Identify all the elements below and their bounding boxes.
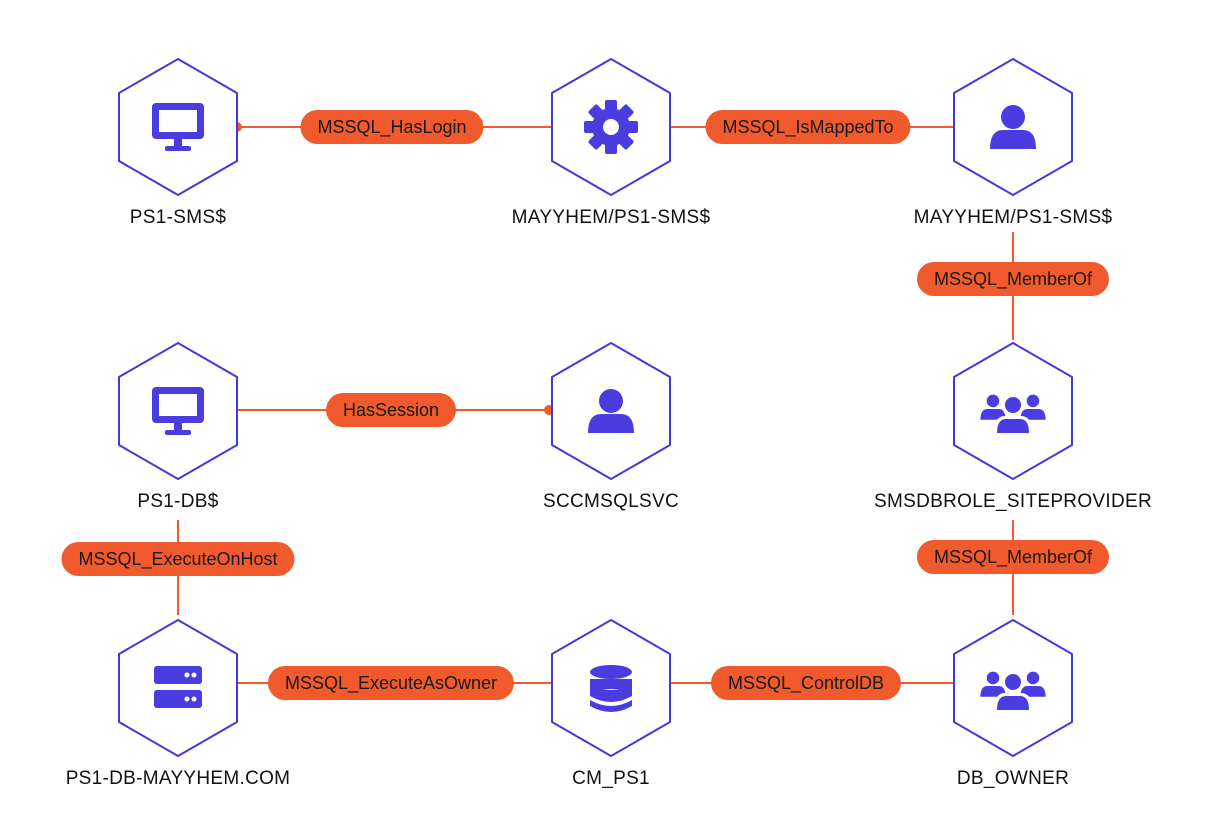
users-icon	[980, 394, 1046, 433]
monitor-icon	[152, 103, 204, 151]
server-icon	[154, 666, 202, 708]
user-icon	[588, 389, 634, 433]
edge-label[interactable]: MSSQL_MemberOf	[916, 540, 1110, 574]
node-db-owner[interactable]	[953, 619, 1073, 757]
node-cm-ps1[interactable]	[551, 619, 671, 757]
gear-icon	[584, 100, 638, 154]
monitor-icon	[152, 387, 204, 435]
node-label: SMSDBROLE_SITEPROVIDER	[874, 491, 1152, 512]
node-label: CM_PS1	[572, 768, 650, 789]
node-user-mayyhem-ps1-sms[interactable]	[953, 58, 1073, 196]
edge-label[interactable]: MSSQL_ExecuteAsOwner	[267, 666, 515, 700]
users-icon	[980, 671, 1046, 710]
user-icon	[990, 105, 1036, 149]
node-label: PS1-DB-MAYYHEM.COM	[65, 768, 291, 789]
node-ps1-db-mayyhem-com[interactable]	[118, 619, 238, 757]
node-label: SCCMSQLSVC	[542, 491, 680, 512]
edge-label[interactable]: HasSession	[325, 393, 457, 427]
node-label: PS1-DB$	[137, 491, 219, 512]
node-ps1-db[interactable]	[118, 342, 238, 480]
node-label: MAYYHEM/PS1-SMS$	[511, 207, 711, 228]
edge-label[interactable]: MSSQL_ControlDB	[710, 666, 902, 700]
edge-label[interactable]: MSSQL_IsMappedTo	[705, 110, 911, 144]
node-sccmsqlsvc[interactable]	[551, 342, 671, 480]
edge-label[interactable]: MSSQL_HasLogin	[300, 110, 484, 144]
node-label: PS1-SMS$	[129, 207, 227, 228]
edge-label[interactable]: MSSQL_MemberOf	[916, 262, 1110, 296]
node-hexagon	[118, 619, 238, 757]
node-smsdbrole-siteprovider[interactable]	[953, 342, 1073, 480]
node-ps1-sms[interactable]	[118, 58, 238, 196]
node-label: MAYYHEM/PS1-SMS$	[913, 207, 1113, 228]
node-login-mayyhem-ps1-sms[interactable]	[551, 58, 671, 196]
node-label: DB_OWNER	[956, 768, 1070, 789]
edge-label[interactable]: MSSQL_ExecuteOnHost	[61, 542, 295, 576]
database-icon	[590, 665, 632, 712]
